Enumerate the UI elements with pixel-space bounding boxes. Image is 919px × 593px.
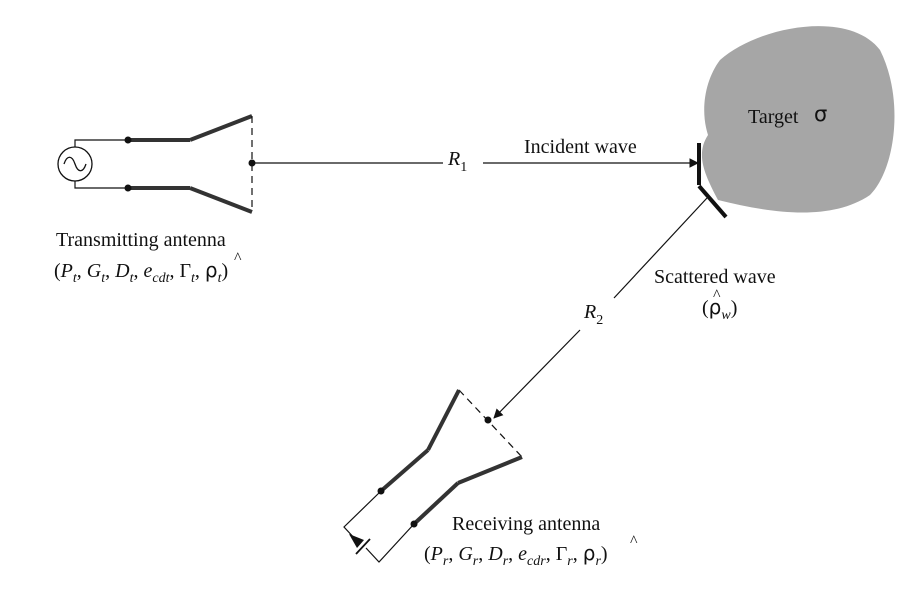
transmit-parameters: (Pt, Gt, Dt, ecdt, Γt, ρt) bbox=[54, 258, 228, 286]
incident-wave-label: Incident wave bbox=[524, 136, 637, 158]
scatter-facet bbox=[697, 184, 728, 219]
r1-label: R1 bbox=[447, 148, 467, 175]
sine-wave-icon bbox=[63, 156, 87, 172]
param-tx-0: P bbox=[60, 260, 73, 282]
receive-rho-hat: ^ bbox=[630, 533, 638, 550]
param-tx-1: G bbox=[87, 260, 102, 282]
param-rx-0: P bbox=[430, 543, 443, 565]
param-tx-4: Γ bbox=[179, 260, 191, 282]
transmitting-antenna-label: Transmitting antenna bbox=[56, 229, 226, 251]
target-sigma-symbol: σ bbox=[814, 102, 827, 126]
param-rx-2: D bbox=[487, 543, 503, 565]
scattered-wave-arrow bbox=[493, 329, 581, 419]
scattered-wave-polarization: (ρw) bbox=[702, 295, 737, 323]
scattered-wave-label: Scattered wave bbox=[654, 266, 776, 288]
scattered-wave-line-a bbox=[613, 197, 708, 299]
target-shape bbox=[701, 26, 895, 213]
param-tx-2: D bbox=[114, 260, 130, 282]
target-label: Target bbox=[748, 106, 799, 128]
rx-aperture bbox=[458, 389, 523, 458]
scattered-rho-hat: ^ bbox=[713, 287, 721, 304]
receiving-antenna-label: Receiving antenna bbox=[452, 513, 600, 535]
transmit-rho-hat: ^ bbox=[234, 250, 242, 267]
param-rx-3: e bbox=[518, 543, 527, 565]
transmitting-antenna bbox=[57, 114, 256, 214]
param-tx-5: ρ bbox=[205, 258, 218, 282]
param-tx-3: e bbox=[143, 260, 152, 282]
param-rx-1: G bbox=[458, 543, 473, 565]
param-rx-4: Γ bbox=[556, 543, 568, 565]
param-rx-5: ρ bbox=[583, 541, 596, 565]
receiving-antenna bbox=[343, 389, 523, 563]
receive-parameters: (Pr, Gr, Dr, ecdr, Γr, ρr) bbox=[424, 541, 608, 569]
diode-icon bbox=[349, 534, 364, 548]
r2-label: R2 bbox=[583, 301, 603, 328]
